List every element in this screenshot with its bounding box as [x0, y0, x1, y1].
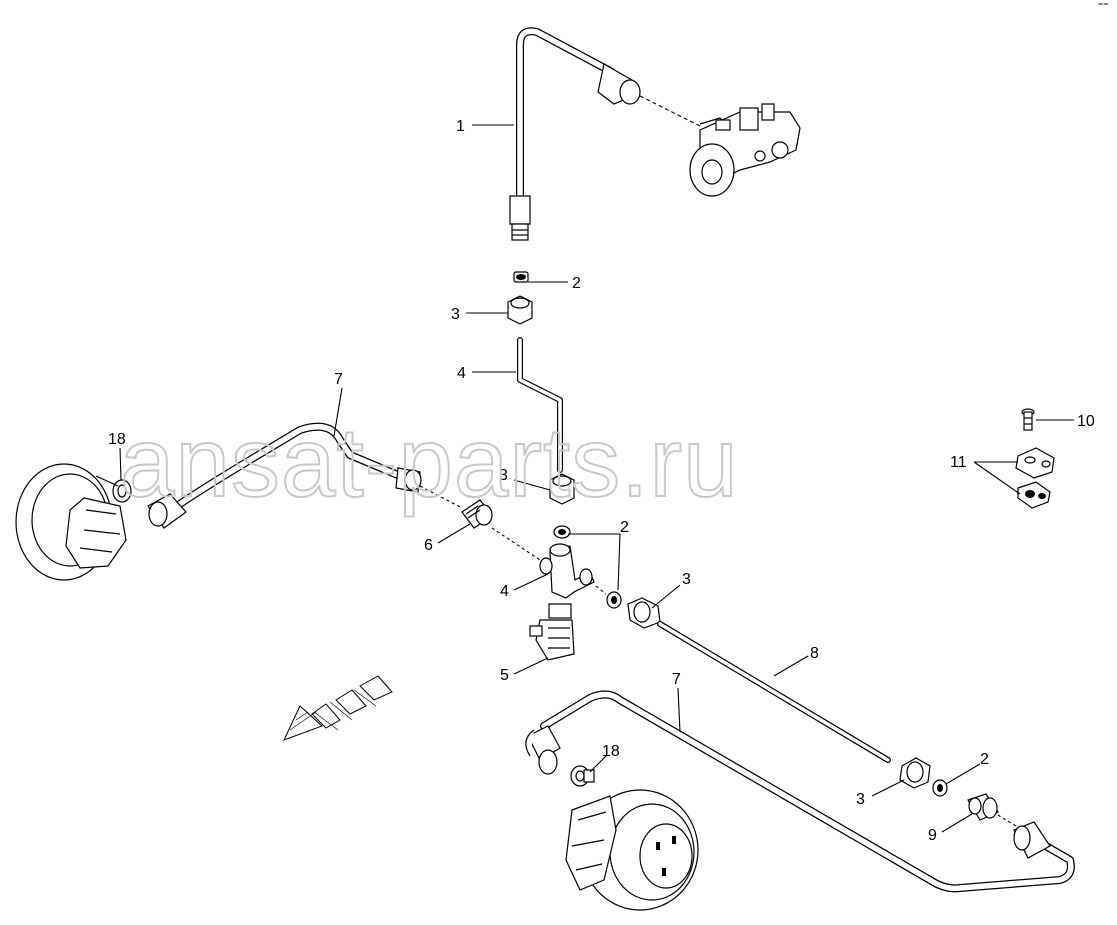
callout-18-right: 18	[602, 743, 620, 760]
callout-9: 9	[928, 827, 937, 844]
callout-3-middle: 3	[499, 467, 508, 484]
callout-5: 5	[500, 667, 509, 684]
bleed-fitting-18-right	[570, 765, 595, 787]
callout-6: 6	[424, 537, 433, 554]
leader-lines	[119, 124, 1074, 833]
callout-8: 8	[810, 645, 819, 662]
callout-11: 11	[950, 454, 967, 471]
nut-3-top	[507, 295, 533, 325]
master-cylinder	[689, 103, 801, 197]
nut-3-middle	[549, 473, 575, 505]
brake-hose-7-left	[147, 422, 463, 529]
brake-pipe-1	[509, 27, 701, 241]
callout-3-lower: 3	[856, 791, 865, 808]
callout-4-top: 4	[457, 365, 466, 382]
callout-2-lower: 2	[980, 751, 989, 768]
tee-fitting-4	[539, 543, 595, 599]
callout-7-right: 7	[672, 671, 681, 688]
callout-1: 1	[456, 118, 465, 135]
callout-10: 10	[1077, 413, 1095, 430]
front-direction-arrow	[283, 675, 393, 741]
pipe-8	[657, 621, 891, 763]
left-brake-assembly	[15, 463, 127, 581]
callout-7-left: 7	[334, 371, 343, 388]
corner-mark: ˉˉ	[1098, 1, 1109, 18]
right-brake-assembly	[565, 789, 699, 911]
seal-ring-2-right	[595, 585, 622, 609]
bolt-10	[1021, 408, 1035, 431]
callout-3-right: 3	[682, 571, 691, 588]
seal-ring-2-lower	[932, 779, 948, 797]
seal-ring-2-top	[513, 271, 529, 283]
seal-ring-2-middle	[553, 525, 571, 539]
fitting-9	[967, 793, 1017, 827]
nut-3-right	[627, 597, 661, 629]
callout-2-top: 2	[572, 275, 581, 292]
callout-4-middle: 4	[500, 583, 509, 600]
callout-3-top: 3	[451, 306, 460, 323]
callout-2-middle: 2	[620, 519, 629, 536]
brake-hose-7-right	[525, 690, 1075, 893]
adapter-6	[461, 499, 541, 561]
clamp-11	[1015, 447, 1055, 509]
callout-18-left: 18	[108, 431, 126, 448]
pressure-switch-5	[529, 603, 575, 661]
watermark: ansat-parts.ru	[120, 407, 739, 517]
short-pipe-4-top	[517, 337, 563, 473]
nut-3-lower	[899, 757, 931, 789]
